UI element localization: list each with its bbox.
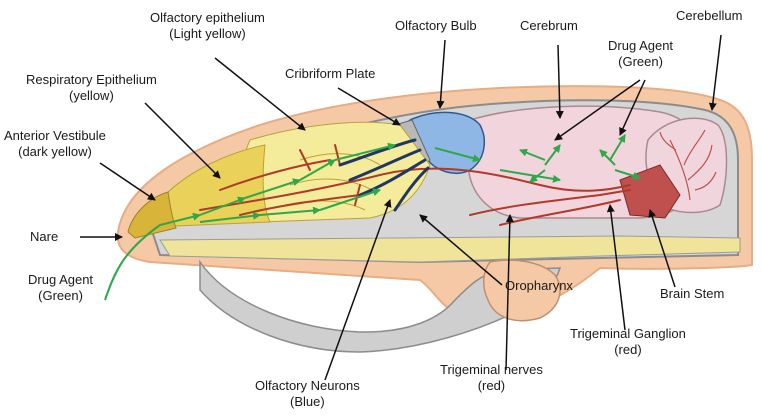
label-drug-agent-top: Drug Agent (Green) [608,38,673,70]
label-drug-agent-left: Drug Agent (Green) [28,272,93,304]
label-trigeminal-ganglion: Trigeminal Ganglion (red) [570,326,686,358]
label-brain-stem: Brain Stem [660,286,724,302]
label-olfactory-epithelium: Olfactory epithelium (Light yellow) [150,10,265,42]
label-cerebrum: Cerebrum [520,18,578,34]
label-oropharynx: Oropharynx [505,278,573,294]
label-olfactory-bulb: Olfactory Bulb [395,18,477,34]
label-cribriform-plate: Cribriform Plate [285,66,375,82]
label-olfactory-neurons: Olfactory Neurons (Blue) [255,378,360,410]
label-trigeminal-nerves: Trigeminal nerves (red) [440,362,543,394]
label-cerebellum: Cerebellum [676,8,742,24]
label-respiratory-epithelium: Respiratory Epithelium (yellow) [26,72,157,104]
label-anterior-vestibule: Anterior Vestibule (dark yellow) [4,128,106,160]
label-nare: Nare [30,229,58,245]
